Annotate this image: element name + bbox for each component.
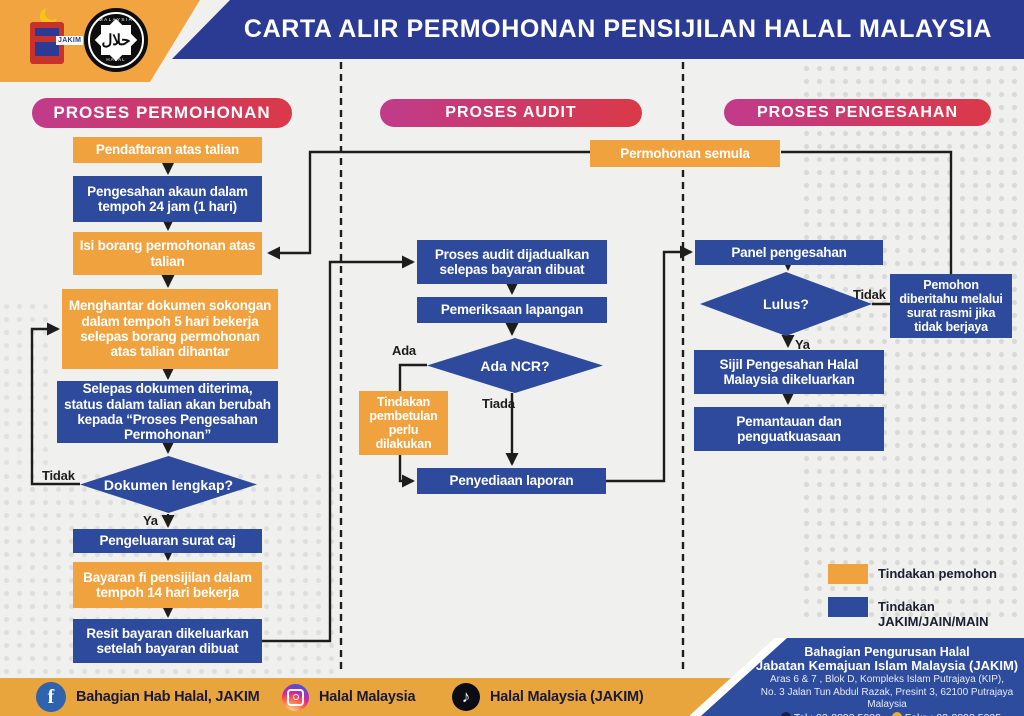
label-tidak-col3: Tidak [853,287,886,302]
footer-tel: Tel : 03-8892 5000 [794,712,881,716]
column-header-pengesahan: PROSES PENGESAHAN [724,99,991,126]
facebook-icon[interactable]: f [36,682,66,712]
step-pendaftaran: Pendaftaran atas talian [73,137,262,163]
step-isi-borang: Isi borang permohonan atas talian [73,232,262,275]
halal-arabic-text: حلال [101,31,131,49]
label-ada: Ada [392,343,416,358]
legend-swatch-authority [828,597,868,617]
tiktok-item[interactable]: ♪ Halal Malaysia (JAKIM) [452,678,644,716]
legend-label-applicant: Tindakan pemohon [878,566,997,581]
jakim-logo-label: JAKIM [56,36,84,45]
step-pemeriksaan-lapangan: Pemeriksaan lapangan [417,297,607,323]
facebook-label: Bahagian Hab Halal, JAKIM [76,689,260,705]
step-audit-dijadualkan: Proses audit dijadualkan selepas bayaran… [417,240,607,284]
step-pengesahan-akaun: Pengesahan akaun dalam tempoh 24 jam (1 … [73,176,262,222]
label-tiada: Tiada [482,396,515,411]
step-hantar-dokumen: Menghantar dokumen sokongan dalam tempoh… [62,289,278,369]
step-surat-caj: Pengeluaran surat caj [73,529,262,553]
step-bayaran-fi: Bayaran fi pensijilan dalam tempoh 14 ha… [73,562,262,608]
column-header-permohonan: PROSES PERMOHONAN [32,98,292,128]
step-penyediaan-laporan: Penyediaan laporan [417,468,606,494]
eight-point-star-icon [101,25,131,55]
legend-swatch-applicant [828,564,868,584]
halal-logo-ring-bottom-text: HALAL [106,57,126,62]
tiktok-label: Halal Malaysia (JAKIM) [490,689,644,705]
phone-icon [780,711,791,716]
legend-label-authority: Tindakan JAKIM/JAIN/MAIN [878,599,989,629]
column-header-audit: PROSES AUDIT [380,99,642,127]
footer-address-line2: No. 3 Jalan Tun Abdul Razak, Presint 3, … [760,686,1014,711]
crescent-icon [40,6,59,25]
halal-logo-ring-top-text: MALAYSIA [98,17,134,22]
instagram-item[interactable]: Halal Malaysia [282,678,416,716]
title-banner: CARTA ALIR PERMOHONAN PENSIJILAN HALAL M… [172,0,1024,59]
instagram-label: Halal Malaysia [319,689,416,705]
step-resit-bayaran: Resit bayaran dikeluarkan setelah bayara… [73,619,262,663]
label-ya-col1: Ya [143,513,158,528]
footer-dept: Bahagian Pengurusan Halal [804,645,970,659]
label-tidak-col1: Tidak [42,468,75,483]
halal-logo-ring: MALAYSIA حلال HALAL [88,12,144,68]
halal-malaysia-logo-icon: MALAYSIA حلال HALAL [84,8,148,72]
step-permohonan-semula: Permohonan semula [590,140,780,167]
footer-contact-line: Tel : 03-8892 5000 Faks : 03-8892 5005 [754,711,1020,716]
step-tindakan-pembetulan: Tindakan pembetulan perlu dilakukan [359,391,448,455]
step-pemantauan: Pemantauan dan penguatkuasaan [694,407,884,451]
tiktok-icon[interactable]: ♪ [452,683,480,711]
footer-org: Jabatan Kemajuan Islam Malaysia (JAKIM) [755,658,1019,674]
footer-fax: Faks : 03-8892 5005 [905,712,1001,716]
page-title: CARTA ALIR PERMOHONAN PENSIJILAN HALAL M… [243,15,993,43]
step-pemohon-diberitahu: Pemohon diberitahu melalui surat rasmi j… [890,274,1012,338]
step-sijil-dikeluarkan: Sijil Pengesahan Halal Malaysia dikeluar… [694,350,884,394]
instagram-camera-glyph [287,688,304,706]
jakim-logo-icon: JAKIM [28,6,84,72]
instagram-icon[interactable] [282,683,309,711]
facebook-item[interactable]: f Bahagian Hab Halal, JAKIM [36,678,260,716]
step-status-berubah: Selepas dokumen diterima, status dalam t… [57,381,278,443]
step-panel-pengesahan: Panel pengesahan [695,240,883,265]
footer-address-line1: Aras 6 & 7 , Blok D, Kompleks Islam Putr… [770,674,1004,686]
fax-icon [891,711,902,716]
label-ya-col3: Ya [795,337,810,352]
